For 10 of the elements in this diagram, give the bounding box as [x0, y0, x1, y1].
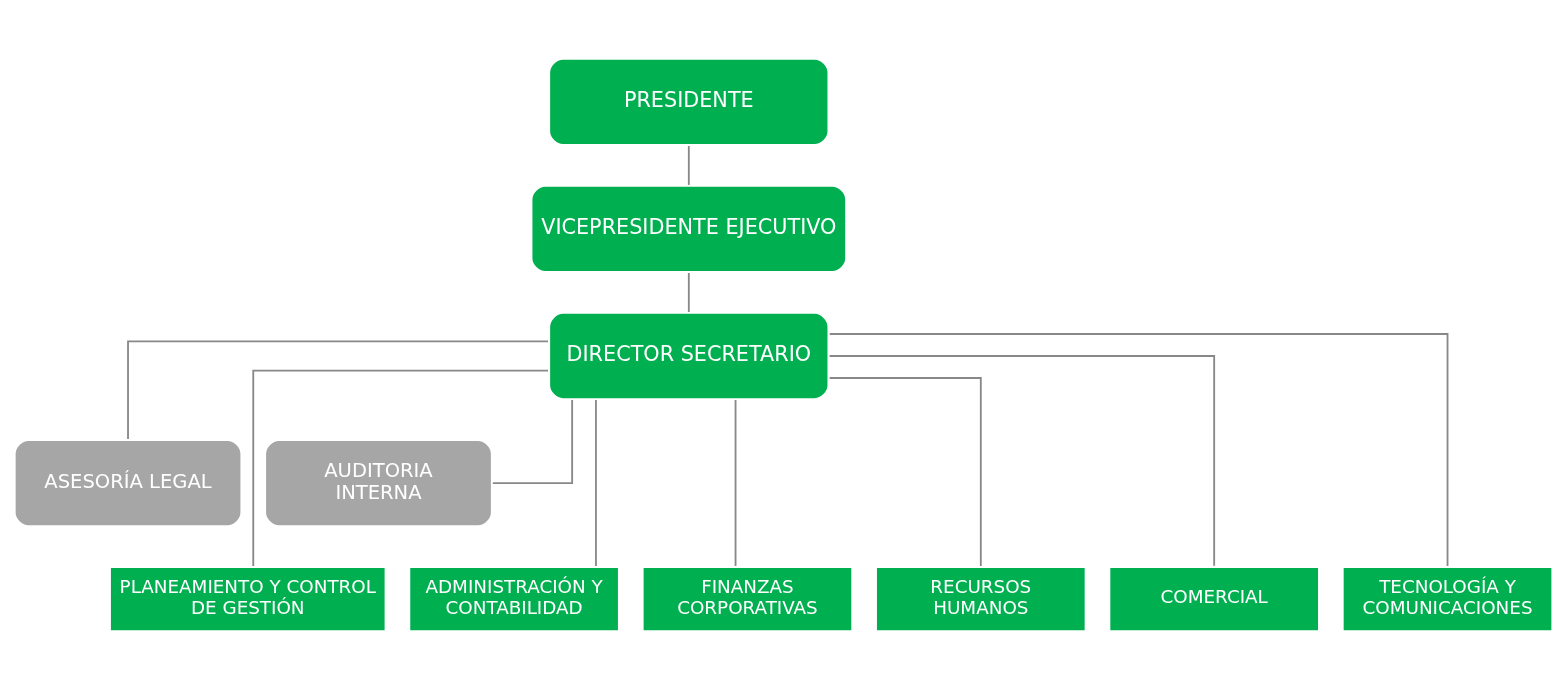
connector: [127, 339, 549, 440]
connector: [491, 398, 574, 484]
connector: [828, 354, 1216, 567]
connector: [734, 398, 737, 567]
connector: [687, 144, 690, 186]
connector: [687, 271, 690, 313]
connector: [828, 376, 982, 567]
connector: [252, 369, 549, 567]
connector: [595, 398, 597, 567]
connector: [828, 332, 1449, 567]
